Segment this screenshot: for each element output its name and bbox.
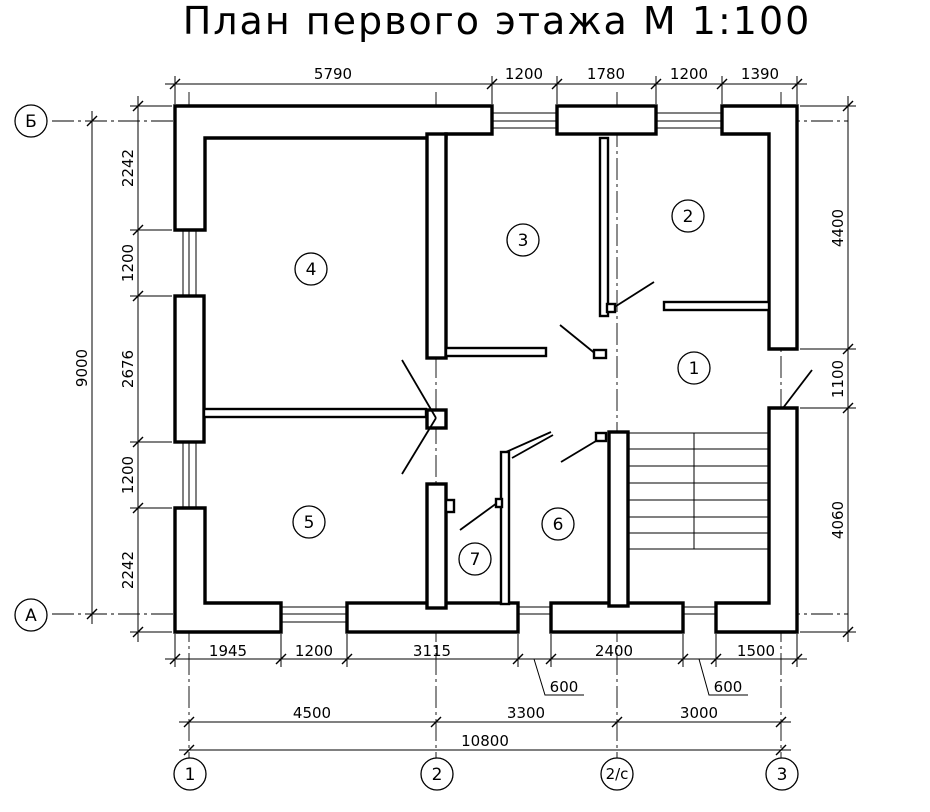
dim-axis-1: 4500	[293, 704, 331, 722]
dim-bottom-5: 1500	[737, 642, 775, 660]
svg-text:6: 6	[553, 515, 564, 535]
dim-axis-2: 3300	[507, 704, 545, 722]
svg-text:2: 2	[432, 765, 443, 785]
dim-top-5: 1390	[741, 65, 779, 83]
plan-title: План первого этажа М 1:100	[183, 0, 812, 43]
svg-text:1: 1	[185, 765, 196, 785]
dim-left-2: 1200	[119, 244, 137, 282]
dim-bottom-2: 1200	[295, 642, 333, 660]
axis-marker-2c: 2/с	[600, 757, 634, 791]
room-label-1: 1	[677, 351, 711, 385]
dim-callout-1: 600	[550, 678, 579, 696]
dim-right-1: 4400	[829, 209, 847, 247]
stairs	[627, 432, 770, 550]
dim-left-3: 2676	[119, 350, 137, 388]
dim-top-4: 1200	[670, 65, 708, 83]
svg-text:4: 4	[306, 260, 317, 280]
room-label-7: 7	[458, 542, 492, 576]
dim-axis-3: 3000	[680, 704, 718, 722]
dim-top-2: 1200	[505, 65, 543, 83]
dim-top-1: 5790	[314, 65, 352, 83]
dim-total-width: 10800	[461, 732, 509, 750]
axis-marker-2: 2	[420, 757, 454, 791]
axis-marker-3: 3	[765, 757, 799, 791]
axis-dimensions: 4500 3300 3000 10800	[179, 704, 791, 756]
axis-marker-b: Б	[14, 104, 48, 138]
room-label-4: 4	[294, 252, 328, 286]
axis-marker-a: А	[14, 598, 48, 632]
exterior-walls	[173, 104, 799, 634]
dim-bottom-4: 2400	[595, 642, 633, 660]
svg-text:3: 3	[518, 231, 529, 251]
svg-text:2/с: 2/с	[606, 765, 629, 783]
dim-top-3: 1780	[587, 65, 625, 83]
dim-left-5: 2242	[119, 551, 137, 589]
room-labels: 1 2 3 4 5 6 7	[292, 199, 711, 576]
axis-marker-1: 1	[173, 757, 207, 791]
svg-text:5: 5	[304, 513, 315, 533]
dim-right-3: 4060	[829, 501, 847, 539]
svg-text:Б: Б	[25, 112, 37, 132]
svg-text:7: 7	[470, 550, 481, 570]
window-openings	[182, 112, 722, 623]
top-dimensions: 5790 1200 1780 1200 1390	[165, 65, 807, 104]
interior-walls	[202, 132, 771, 610]
axis-markers: Б А 1 2 2/с 3	[14, 104, 799, 791]
room-label-6: 6	[541, 507, 575, 541]
doors	[401, 281, 813, 531]
dim-right-2: 1100	[829, 360, 847, 398]
room-label-3: 3	[506, 223, 540, 257]
room-label-2: 2	[671, 199, 705, 233]
room-label-5: 5	[292, 505, 326, 539]
dim-left-1: 2242	[119, 149, 137, 187]
right-dimensions: 4400 1100 4060	[800, 96, 856, 642]
left-dimensions: 9000 2242 1200 2676 1200 2242	[73, 96, 172, 642]
dim-left-4: 1200	[119, 456, 137, 494]
svg-text:3: 3	[777, 765, 788, 785]
svg-text:2: 2	[683, 207, 694, 227]
dim-callout-2: 600	[714, 678, 743, 696]
dim-total-height: 9000	[73, 349, 91, 387]
svg-text:1: 1	[689, 359, 700, 379]
dim-bottom-1: 1945	[209, 642, 247, 660]
dim-bottom-3: 3115	[413, 642, 451, 660]
bottom-dimensions: 1945 1200 3115 2400 1500 600 600	[165, 634, 807, 696]
svg-text:А: А	[25, 606, 37, 626]
